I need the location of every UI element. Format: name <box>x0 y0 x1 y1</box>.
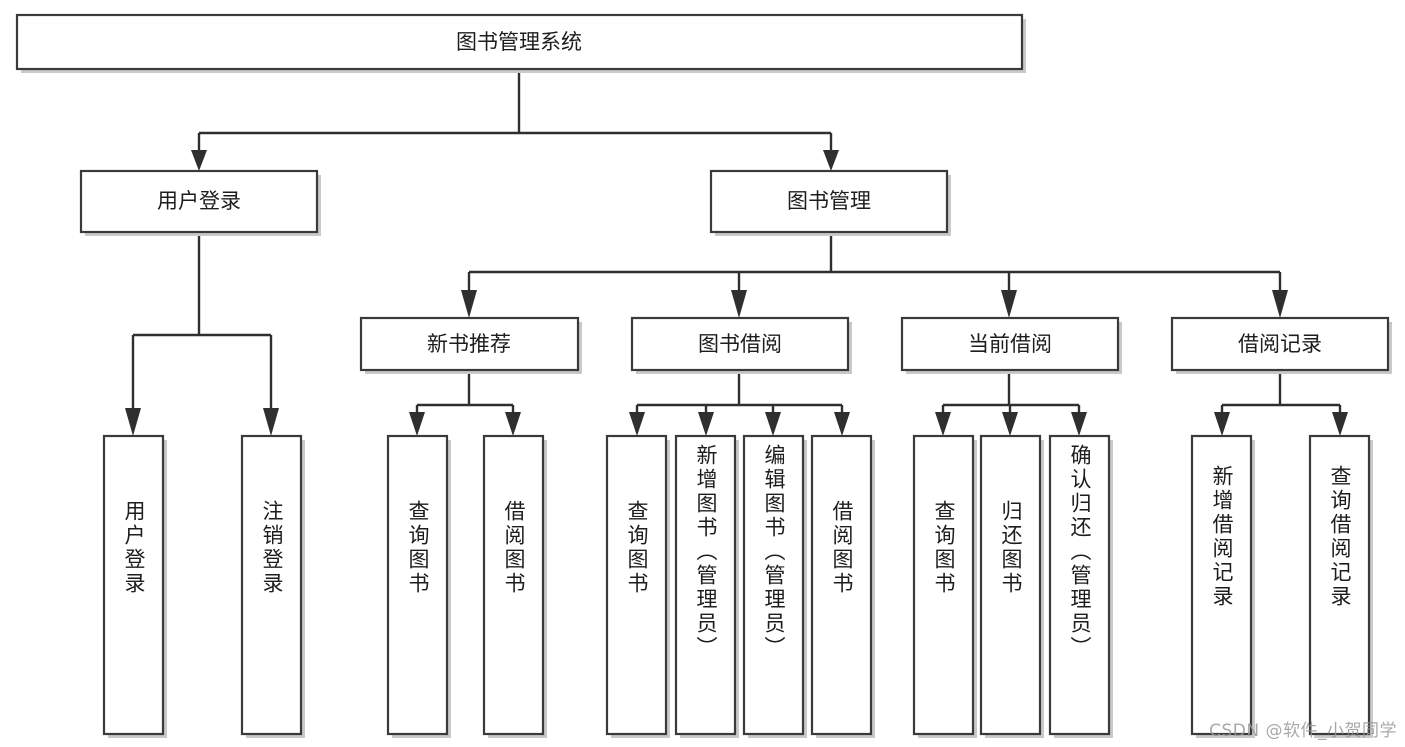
node-leaf-rec-query-rect <box>386 434 449 736</box>
node-leaf-rec-borrow[interactable] <box>482 434 547 738</box>
arrow-head-leaf-user-logout <box>263 408 279 436</box>
node-root[interactable]: 图书管理系统 <box>15 13 1026 73</box>
arrow-head-user-login <box>191 150 207 171</box>
node-leaf-cur-return[interactable] <box>979 434 1044 738</box>
node-borrow-record-label: 借阅记录 <box>1238 332 1322 356</box>
node-book-borrow[interactable]: 图书借阅 <box>630 316 852 374</box>
watermark-text: CSDN @软件_小贺同学 <box>1209 721 1397 741</box>
node-leaf-borrow-lend-rect <box>810 434 873 736</box>
node-leaf-cur-confirm-rect <box>1048 434 1111 736</box>
node-borrow-record[interactable]: 借阅记录 <box>1170 316 1392 374</box>
node-user-login-label: 用户登录 <box>157 189 241 213</box>
arrow-head-leaf-borrow-query <box>629 412 645 436</box>
node-leaf-cur-confirm[interactable] <box>1048 434 1113 738</box>
node-leaf-borrow-add[interactable] <box>674 434 739 738</box>
connector-group-user-login <box>125 232 279 436</box>
node-current-borrow-label: 当前借阅 <box>968 332 1052 356</box>
node-current-borrow-rect <box>900 316 1120 372</box>
node-new-book-rec-label: 新书推荐 <box>427 332 511 356</box>
node-leaf-rec-query[interactable] <box>386 434 451 738</box>
node-user-login-rect <box>79 169 319 234</box>
node-new-book-rec[interactable]: 新书推荐 <box>359 316 582 374</box>
arrow-head-leaf-borrow-lend <box>834 412 850 436</box>
arrow-head-leaf-user-login <box>125 408 141 436</box>
arrow-head-leaf-cur-query <box>935 412 951 436</box>
connector-group-current-borrow <box>935 374 1087 436</box>
arrow-head-leaf-cur-return <box>1002 412 1018 436</box>
node-leaf-borrow-add-rect <box>674 434 737 736</box>
arrow-head-book-borrow <box>731 290 747 318</box>
node-leaf-borrow-edit[interactable] <box>742 434 807 738</box>
arrow-head-leaf-cur-confirm <box>1071 412 1087 436</box>
node-leaf-rec-add-rect <box>1190 434 1253 736</box>
node-leaf-cur-query-rect <box>912 434 975 736</box>
node-book-borrow-label: 图书借阅 <box>698 332 782 356</box>
arrow-head-leaf-rec-borrow <box>505 412 521 436</box>
node-book-manage-label: 图书管理 <box>787 189 871 213</box>
node-leaf-rec-add[interactable] <box>1190 434 1255 738</box>
arrow-head-new-book-rec <box>461 290 477 318</box>
connector-group-new-book-rec <box>409 374 521 436</box>
node-leaf-rec-borrow-rect <box>482 434 545 736</box>
node-root-rect <box>15 13 1024 71</box>
connector-group-book-borrow <box>629 374 850 436</box>
arrow-head-leaf-borrow-add <box>698 412 714 436</box>
node-new-book-rec-rect <box>359 316 580 372</box>
node-leaf-borrow-query-rect <box>605 434 668 736</box>
node-current-borrow[interactable]: 当前借阅 <box>900 316 1122 374</box>
node-leaf-rec-search[interactable] <box>1308 434 1373 738</box>
arrow-head-leaf-borrow-edit <box>765 412 781 436</box>
arrow-head-book-manage <box>823 150 839 171</box>
node-leaf-borrow-lend[interactable] <box>810 434 875 738</box>
arrow-head-leaf-rec-search <box>1332 412 1348 436</box>
node-book-manage-rect <box>709 169 949 234</box>
connector-group-book-manage <box>461 232 1288 318</box>
node-leaf-cur-query[interactable] <box>912 434 977 738</box>
connector-group-borrow-record <box>1214 374 1348 436</box>
node-leaf-rec-search-rect <box>1308 434 1371 736</box>
node-leaf-user-logout-rect <box>240 434 303 736</box>
arrow-head-leaf-rec-add <box>1214 412 1230 436</box>
arrow-head-borrow-record <box>1272 290 1288 318</box>
arrow-head-leaf-rec-query <box>409 412 425 436</box>
node-leaf-user-login[interactable] <box>102 434 167 738</box>
node-leaf-cur-return-rect <box>979 434 1042 736</box>
node-leaf-borrow-query[interactable] <box>605 434 670 738</box>
node-leaf-borrow-edit-rect <box>742 434 805 736</box>
node-leaf-user-logout[interactable] <box>240 434 305 738</box>
node-root-label: 图书管理系统 <box>456 30 582 54</box>
connector-group-root <box>191 69 839 171</box>
node-borrow-record-rect <box>1170 316 1390 372</box>
node-book-manage[interactable]: 图书管理 <box>709 169 951 236</box>
node-leaf-user-login-rect <box>102 434 165 736</box>
node-user-login[interactable]: 用户登录 <box>79 169 321 236</box>
node-book-borrow-rect <box>630 316 850 372</box>
arrow-head-current-borrow <box>1001 290 1017 318</box>
